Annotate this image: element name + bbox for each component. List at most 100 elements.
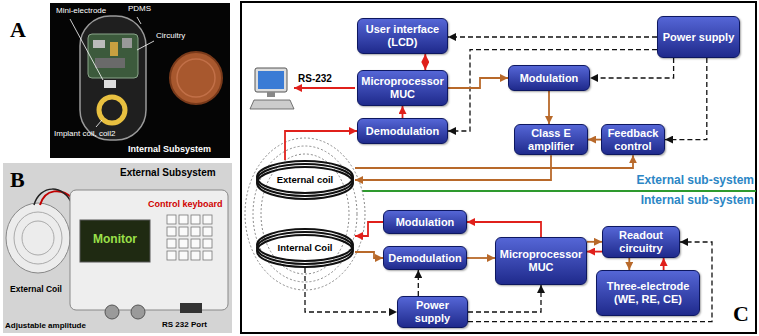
node-text: Feedback control [605, 127, 661, 152]
external-device-photo [34, 189, 72, 205]
external-device-photo [180, 303, 202, 313]
external-device-photo [203, 251, 212, 260]
coil-winding [257, 235, 353, 267]
external-device-photo [179, 251, 188, 260]
implant-photo [110, 42, 118, 56]
coil-winding [257, 161, 353, 193]
part-label: Adjustable amplitude [5, 322, 86, 331]
external-device-photo [167, 215, 176, 224]
external-device-photo [191, 251, 200, 260]
process-box: Readout circuitry [602, 226, 680, 258]
part-label: RS 232 Port [162, 321, 207, 330]
part-label: Control keyboard [148, 200, 223, 210]
implant-photo [70, 19, 103, 80]
signal-line [448, 78, 508, 88]
external-device-photo [191, 227, 200, 236]
signal-line [467, 222, 541, 237]
signal-line [424, 54, 426, 70]
coil: Internal Coil [255, 228, 355, 268]
computer-icon [255, 68, 287, 92]
signal-line [402, 106, 404, 118]
panel-letter: C [733, 302, 749, 326]
magnetic-field [245, 138, 365, 290]
process-box: Three-electrode (WE, RE, CE) [596, 270, 700, 316]
signal-line [663, 258, 665, 270]
node-text: Demodulation [366, 125, 439, 138]
panel-letter: B [10, 168, 25, 192]
process-box: Power supply [657, 16, 740, 58]
process-box: User interface (LCD) [357, 18, 448, 54]
signal-line [355, 252, 383, 258]
external-device-photo [203, 215, 212, 224]
node-text: Microprocessor MUC [361, 75, 444, 100]
node-text: Power supply [401, 299, 464, 324]
node-text: External coil [277, 175, 334, 185]
node-text: Microprocessor MUC [499, 248, 583, 273]
node-text: Internal Coil [278, 243, 333, 253]
external-device-photo [179, 239, 188, 248]
panel-letter: A [10, 18, 26, 42]
node-text: Demodulation [388, 252, 461, 265]
implant-photo [137, 17, 141, 24]
process-box: Microprocessor MUC [495, 237, 587, 285]
node-text: Class E amplifier [518, 127, 584, 152]
external-device-photo [14, 212, 62, 264]
screen-text: Monitor [80, 233, 150, 246]
panel-c-frame [362, 190, 756, 192]
implant-photo [50, 3, 230, 158]
part-label: Implant coil, coil2 [54, 130, 115, 139]
external-device-photo [191, 239, 200, 248]
implant-photo [93, 40, 105, 48]
coil-winding [257, 229, 353, 261]
node-text: Modulation [520, 72, 579, 85]
region-label: Internal sub-system [641, 194, 754, 207]
implant-photo [170, 52, 222, 104]
implant-photo [122, 38, 132, 48]
signal-line [355, 222, 383, 236]
part-label: External Coil [10, 285, 62, 294]
implant-photo [88, 34, 138, 78]
external-device-photo [3, 163, 232, 333]
process-box: Power supply [397, 296, 468, 328]
power-line [468, 285, 541, 312]
process-box: Class E amplifier [514, 124, 588, 155]
signal-line [285, 131, 357, 160]
implant-photo [99, 97, 125, 123]
signal-line [355, 155, 633, 168]
panel-title: Internal Subsystem [128, 145, 211, 155]
signal-label: RS-232 [298, 73, 332, 84]
computer-icon [294, 87, 355, 89]
part-label: Mini-electrode [56, 7, 106, 16]
implant-photo [137, 41, 154, 50]
signal-line [467, 257, 495, 259]
panel-title: External Subsystem [120, 167, 216, 178]
implant-photo [50, 3, 230, 158]
power-line [665, 58, 707, 140]
power-line [305, 268, 397, 312]
magnetic-field [261, 154, 349, 274]
implant-photo [177, 59, 215, 97]
external-device-photo [167, 215, 212, 260]
implant-photo [95, 58, 125, 68]
node-text: Power supply [663, 31, 735, 44]
magnetic-field [245, 138, 365, 290]
signal-line [587, 251, 602, 253]
signal-line [588, 139, 601, 141]
power-line [418, 270, 419, 296]
signal-line [587, 241, 602, 243]
process-box: Modulation [383, 210, 467, 234]
part-label: PDMS [128, 5, 151, 14]
signal-line [548, 91, 550, 124]
signal-line [628, 258, 630, 270]
external-device-photo [167, 227, 176, 236]
external-device-photo [203, 239, 212, 248]
external-device-photo [70, 190, 228, 310]
external-device-photo [105, 305, 119, 319]
coil-winding [257, 164, 353, 196]
power-line [448, 50, 657, 131]
implant-photo [80, 16, 146, 140]
power-line [590, 58, 674, 78]
external-device-photo [179, 227, 188, 236]
external-device-photo [6, 203, 70, 273]
node-text: Readout circuitry [606, 229, 676, 254]
